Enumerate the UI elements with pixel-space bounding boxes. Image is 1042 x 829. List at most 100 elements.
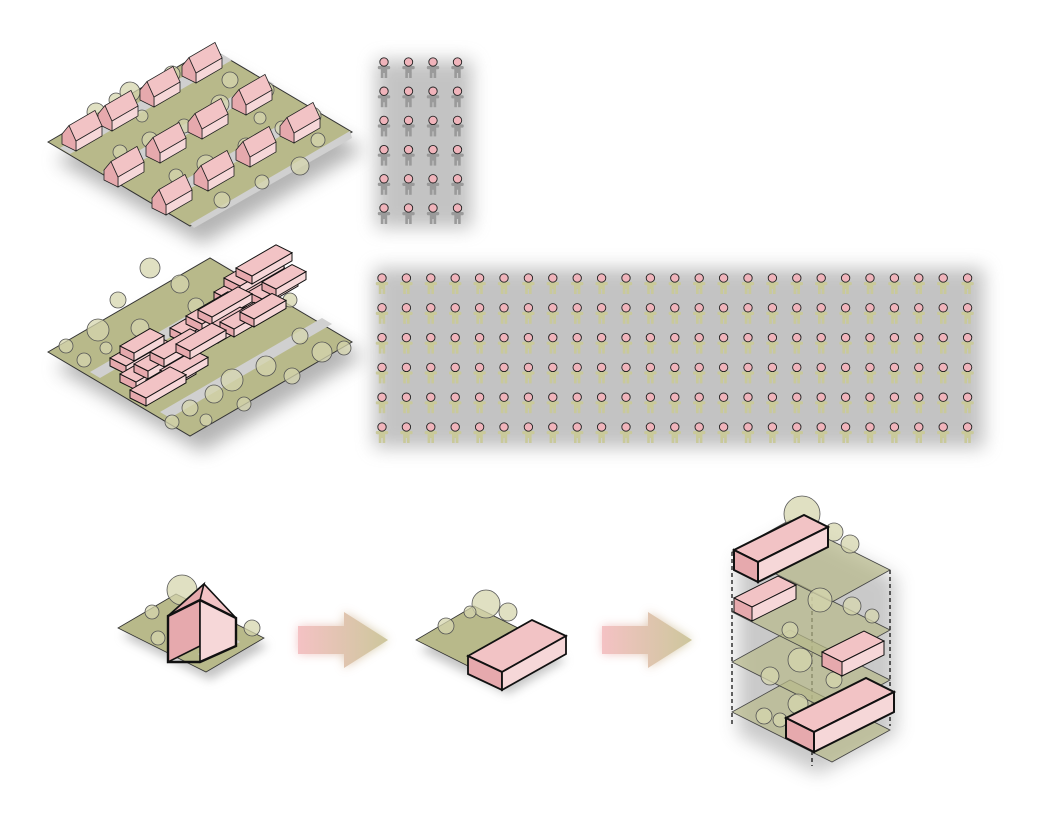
person-icon (863, 362, 877, 384)
person-icon (402, 174, 415, 195)
person-icon (375, 392, 389, 414)
person-icon (717, 273, 730, 294)
house-icon (235, 125, 277, 168)
house-icon (61, 109, 103, 152)
floor-block-icon (731, 513, 831, 584)
person-icon (571, 362, 584, 384)
person-icon (426, 115, 440, 137)
person-icon (839, 303, 852, 324)
person-icon (863, 422, 877, 443)
person-icon (571, 392, 584, 414)
person-icon (402, 57, 415, 78)
person-icon (522, 362, 535, 384)
person-icon (426, 174, 440, 195)
person-icon (693, 422, 706, 443)
person-icon (497, 422, 511, 443)
person-icon (766, 303, 779, 324)
person-icon (595, 303, 608, 324)
person-icon (546, 422, 559, 443)
person-icon (377, 203, 391, 224)
person-icon (377, 57, 391, 78)
person-icon (741, 362, 755, 384)
person-icon (937, 392, 950, 414)
person-icon (961, 362, 974, 384)
person-icon (693, 332, 706, 354)
person-icon (766, 392, 779, 414)
person-icon (424, 362, 437, 384)
person-icon (839, 362, 852, 384)
person-icon (595, 362, 608, 384)
person-icon (375, 303, 389, 324)
person-icon (449, 362, 462, 384)
stacked-plots-icon (731, 495, 897, 774)
person-icon (402, 115, 415, 137)
person-icon (888, 303, 901, 324)
person-icon (451, 115, 464, 137)
person-icon (424, 392, 437, 414)
person-icon (741, 422, 755, 443)
floor-block-icon (820, 630, 886, 677)
person-icon (766, 362, 779, 384)
person-icon (571, 303, 584, 324)
person-icon (400, 362, 413, 384)
person-icon (546, 303, 559, 324)
person-icon (571, 332, 584, 354)
person-icon (790, 303, 803, 324)
person-icon (473, 332, 486, 354)
house-on-plot-icon (117, 574, 268, 680)
person-icon (693, 303, 706, 324)
person-icon (400, 332, 413, 354)
person-icon (815, 273, 828, 294)
person-icon (839, 273, 852, 294)
person-icon (449, 273, 462, 294)
person-icon (961, 273, 974, 294)
person-icon (693, 362, 706, 384)
person-icon (863, 392, 877, 414)
person-icon (595, 332, 608, 354)
floor-block-icon (732, 575, 798, 622)
person-icon (815, 362, 828, 384)
person-icon (595, 392, 608, 414)
person-icon (595, 273, 608, 294)
person-icon (375, 362, 389, 384)
person-icon (937, 273, 950, 294)
house-icon (193, 149, 235, 192)
person-icon (451, 144, 464, 166)
person-icon (619, 332, 633, 354)
person-icon (937, 303, 950, 324)
high-density-neighbourhood (47, 244, 364, 452)
house-icon (97, 89, 139, 132)
person-icon (522, 392, 535, 414)
person-icon (619, 362, 633, 384)
person-icon (473, 422, 486, 443)
person-icon (668, 422, 681, 443)
low-density-neighbourhood (47, 41, 364, 244)
person-icon (402, 144, 415, 166)
person-icon (668, 362, 681, 384)
person-icon (377, 115, 391, 137)
person-icon (522, 422, 535, 443)
person-icon (863, 303, 877, 324)
person-icon (766, 273, 779, 294)
person-icon (449, 392, 462, 414)
person-icon (863, 273, 877, 294)
person-icon (473, 273, 486, 294)
house-icon (181, 41, 223, 84)
person-icon (644, 332, 657, 354)
person-icon (815, 303, 828, 324)
person-icon (815, 392, 828, 414)
person-icon (741, 303, 755, 324)
person-icon (839, 332, 852, 354)
person-icon (375, 273, 389, 294)
house-icon (103, 145, 145, 188)
person-icon (693, 392, 706, 414)
person-icon (741, 392, 755, 414)
person-icon (912, 422, 925, 443)
person-icon (888, 332, 901, 354)
apartment-block-icon (234, 244, 294, 285)
person-icon (888, 273, 901, 294)
person-icon (741, 273, 755, 294)
person-icon (668, 332, 681, 354)
person-icon (400, 303, 413, 324)
